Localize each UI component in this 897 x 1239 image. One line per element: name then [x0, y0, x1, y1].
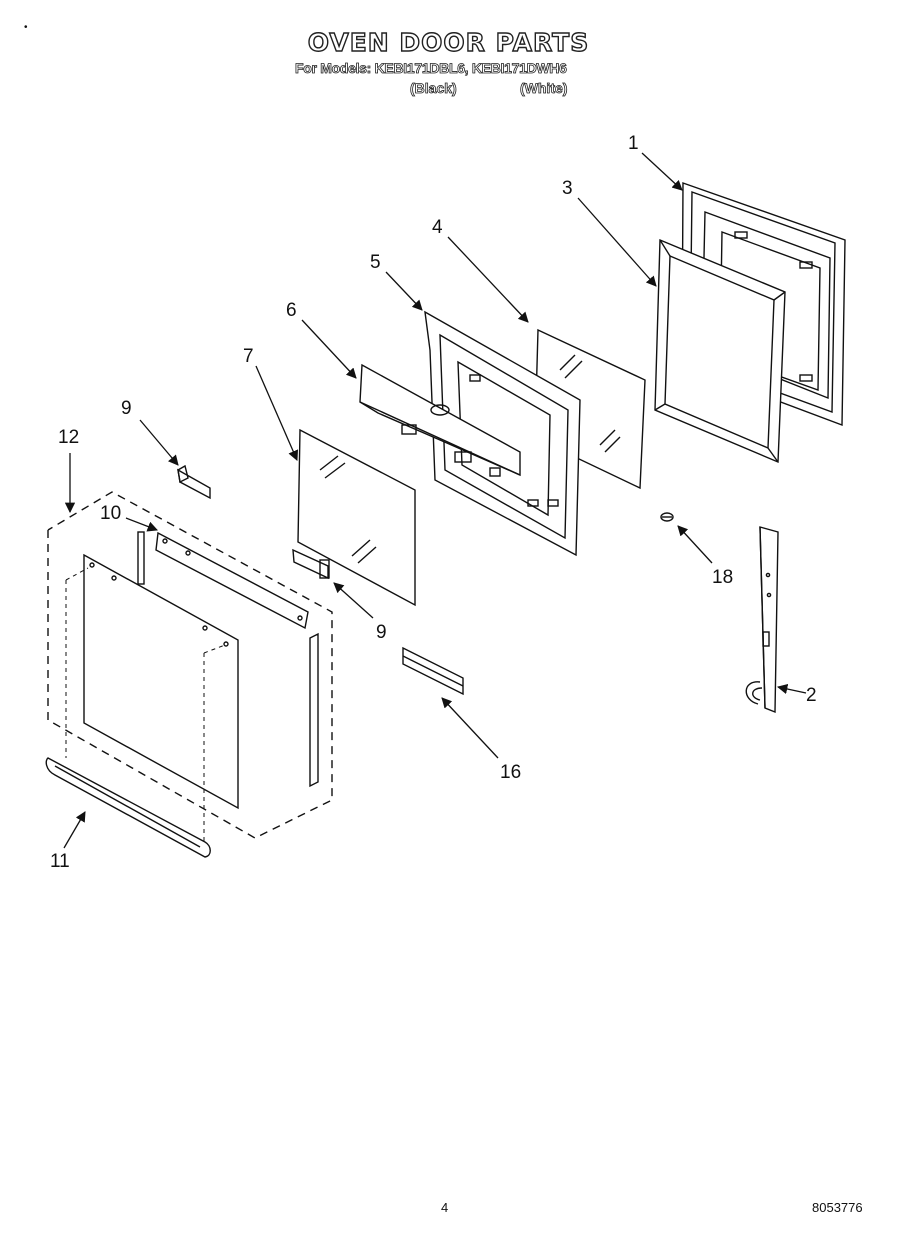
part-2-door-hinge — [745, 526, 779, 714]
part-9-clip-lower — [292, 548, 330, 580]
callout-2: 2 — [806, 685, 817, 706]
callout-16: 16 — [500, 762, 521, 783]
color-label-black: (Black) — [410, 80, 457, 97]
part-10-door-trim — [155, 531, 309, 630]
callout-1: 1 — [628, 133, 639, 154]
callout-12: 12 — [58, 427, 79, 448]
callout-6: 6 — [286, 300, 297, 321]
part-18-small-spring — [660, 512, 674, 522]
models-line: For Models: KEBI171DBL6, KEBI171DWH6 — [295, 60, 568, 77]
color-label-white: (White) — [520, 80, 568, 97]
page-title: OVEN DOOR PARTS — [307, 27, 590, 57]
part-12-outer-door-glass-panel — [83, 553, 239, 810]
part-11-door-bottom-trim — [45, 757, 211, 858]
callout-4: 4 — [432, 217, 443, 238]
callout-9-upper: 9 — [121, 398, 132, 419]
leader-lines — [63, 152, 807, 849]
callout-7: 7 — [243, 346, 254, 367]
part-3-door-frame — [654, 238, 786, 464]
callout-9-lower: 9 — [376, 622, 387, 643]
callout-5: 5 — [370, 252, 381, 273]
part-12-side-rail-right — [309, 632, 319, 788]
callout-18: 18 — [712, 567, 733, 588]
document-number: 8053776 — [812, 1200, 863, 1215]
callout-10: 10 — [100, 503, 121, 524]
part-6-door-shield — [359, 363, 521, 477]
callout-11: 11 — [50, 851, 70, 872]
corner-mark: • — [24, 22, 28, 33]
callout-numbers: 1 3 4 5 6 7 9 12 10 9 18 2 16 11 — [50, 133, 817, 872]
page-number: 4 — [441, 1200, 449, 1215]
part-12-outer-door-assembly-outline — [47, 491, 333, 839]
locator-lines — [65, 567, 226, 842]
part-12-side-rail-left — [137, 531, 145, 585]
part-7-outer-glass — [297, 428, 416, 607]
callout-3: 3 — [562, 178, 573, 199]
part-16-vent-strip — [402, 646, 464, 696]
part-9-clip-upper — [177, 464, 211, 500]
